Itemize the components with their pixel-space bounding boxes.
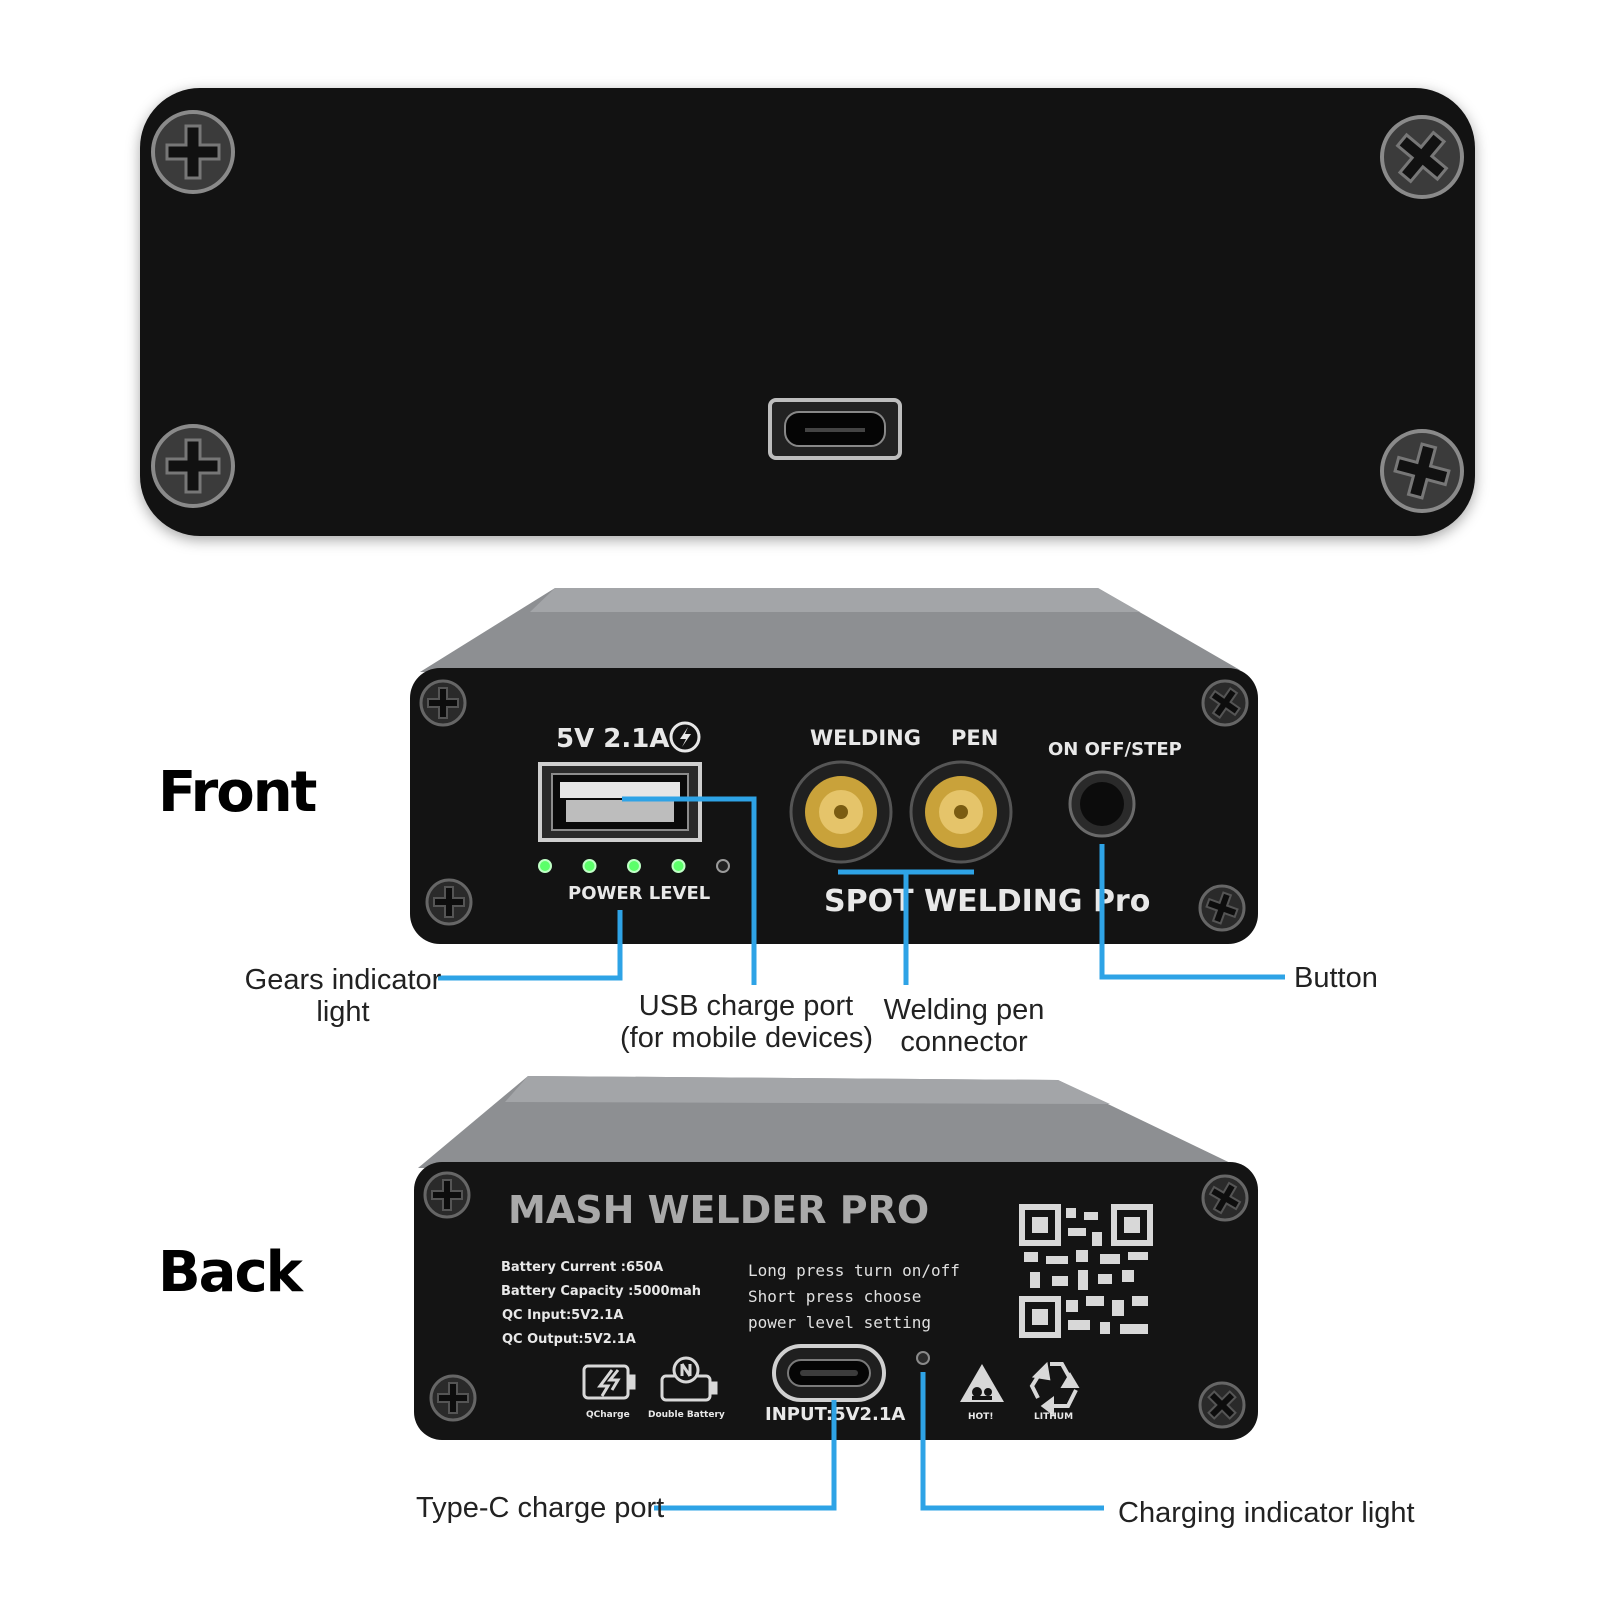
usb-port-callout: USB charge port (for mobile devices): [620, 990, 874, 1054]
welding-label: WELDING: [810, 726, 921, 750]
screw-icon: [429, 1374, 477, 1422]
qcharge-icon: [582, 1364, 636, 1400]
welding-connector-right: [909, 760, 1013, 864]
spec-line: QC Input:5V2.1A: [502, 1308, 624, 1323]
screw-icon: [419, 679, 467, 727]
screw-icon: [1201, 679, 1249, 727]
instruction-line: power level setting: [748, 1313, 932, 1332]
spec-line: Battery Current :650A: [501, 1260, 664, 1275]
power-button: [1068, 770, 1136, 838]
brand-line-label: SPOT WELDING Pro: [824, 884, 1151, 919]
gears-callout-line2: light: [316, 996, 370, 1028]
typec-callout: Type-C charge port: [416, 1492, 665, 1524]
charging-indicator-dot: [916, 1351, 930, 1365]
power-led-on: [538, 859, 552, 873]
input-label: INPUT:5V2.1A: [765, 1404, 906, 1425]
charging-indicator-callout: Charging indicator light: [1118, 1497, 1415, 1529]
usb-rating-label: 5V 2.1A: [556, 724, 670, 754]
double-battery-label: Double Battery: [648, 1410, 725, 1420]
top-end-plate: [140, 88, 1475, 536]
screw-icon: [1201, 1174, 1249, 1222]
usb-c-port-icon: [772, 1344, 886, 1402]
qr-code-icon: [1019, 1204, 1153, 1338]
instruction-line: Short press choose: [748, 1287, 922, 1306]
welding-callout-line1: Welding pen: [883, 994, 1045, 1026]
screw-icon: [423, 1171, 471, 1219]
button-callout: Button: [1294, 962, 1378, 994]
lightning-icon: [669, 721, 701, 753]
spec-line: QC Output:5V2.1A: [502, 1332, 636, 1347]
welding-connector-callout: Welding pen connector: [876, 994, 1052, 1058]
spec-line: Battery Capacity :5000mah: [501, 1284, 702, 1299]
double-battery-icon: [660, 1356, 718, 1402]
welding-callout-line2: connector: [900, 1026, 1028, 1058]
screw-icon: [1198, 1381, 1246, 1429]
front-label: Front: [158, 760, 317, 825]
power-led-on: [582, 859, 597, 873]
welding-connector-left: [789, 760, 893, 864]
usb-callout-line1: USB charge port: [638, 990, 854, 1022]
on-off-step-label: ON OFF/STEP: [1048, 739, 1182, 760]
gears-indicator-callout: Gears indicator light: [240, 964, 446, 1028]
gears-callout-line1: Gears indicator: [244, 964, 442, 996]
instruction-line: Long press turn on/off: [748, 1261, 960, 1280]
back-label: Back: [158, 1240, 303, 1305]
qcharge-label: QCharge: [586, 1410, 630, 1420]
lithium-label: LITHUM: [1034, 1412, 1074, 1422]
pen-label: PEN: [951, 726, 999, 750]
usb-callout-line2: (for mobile devices): [620, 1022, 874, 1054]
hot-label: HOT!: [968, 1412, 994, 1422]
back-title: MASH WELDER PRO: [508, 1188, 930, 1232]
